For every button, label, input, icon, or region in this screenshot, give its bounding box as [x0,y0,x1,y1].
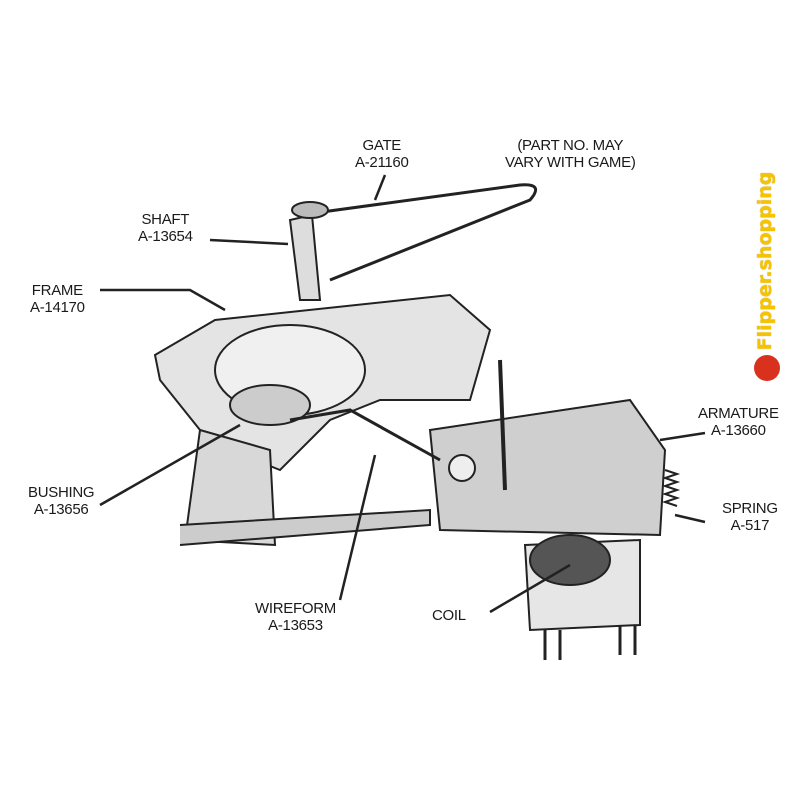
armature-label: ARMATURE A-13660 [698,405,779,439]
leader-lines [99,174,706,614]
shaft-name: SHAFT [141,211,190,228]
gate-wire [299,183,538,282]
armature-housing [428,398,667,537]
note-line-2: VARY WITH GAME) [505,154,636,171]
shaft-part-number: A-13654 [138,228,193,245]
wireform-part-number: A-13653 [268,617,323,634]
gate-part-number: A-21160 [355,154,409,171]
bushing-part-number: A-13656 [33,501,89,518]
part-number-note: (PART NO. MAY VARY WITH GAME) [505,137,636,171]
spring [661,469,681,507]
frame-part-number: A-14170 [30,299,85,316]
wireform-label: WIREFORM A-13653 [255,600,336,634]
frame-name: FRAME [31,282,83,299]
spring-name: SPRING [722,500,778,517]
armature-name: ARMATURE [698,405,779,422]
wireform [289,408,441,462]
bushing-name: BUSHING [28,484,95,501]
spring-label: SPRING A-517 [722,500,778,534]
lower-bracket [183,428,277,547]
armature-part-number: A-13660 [711,422,766,439]
gate-name: GATE [362,137,402,154]
shaft-label: SHAFT A-13654 [138,211,193,245]
frame-label: FRAME A-14170 [30,282,85,316]
coil-name: COIL [432,607,466,624]
flipper-logo-icon [754,355,780,381]
shaft [288,213,322,301]
spring-part-number: A-517 [730,517,770,534]
watermark-text: Flipper.shopping [754,171,776,351]
watermark: Flipper.shopping [745,150,785,390]
wireform-name: WIREFORM [255,600,336,617]
gate-label: GATE A-21160 [355,137,409,171]
bushing-label: BUSHING A-13656 [28,484,95,518]
coil-label: COIL [432,607,466,624]
note-line-1: (PART NO. MAY [517,137,624,154]
